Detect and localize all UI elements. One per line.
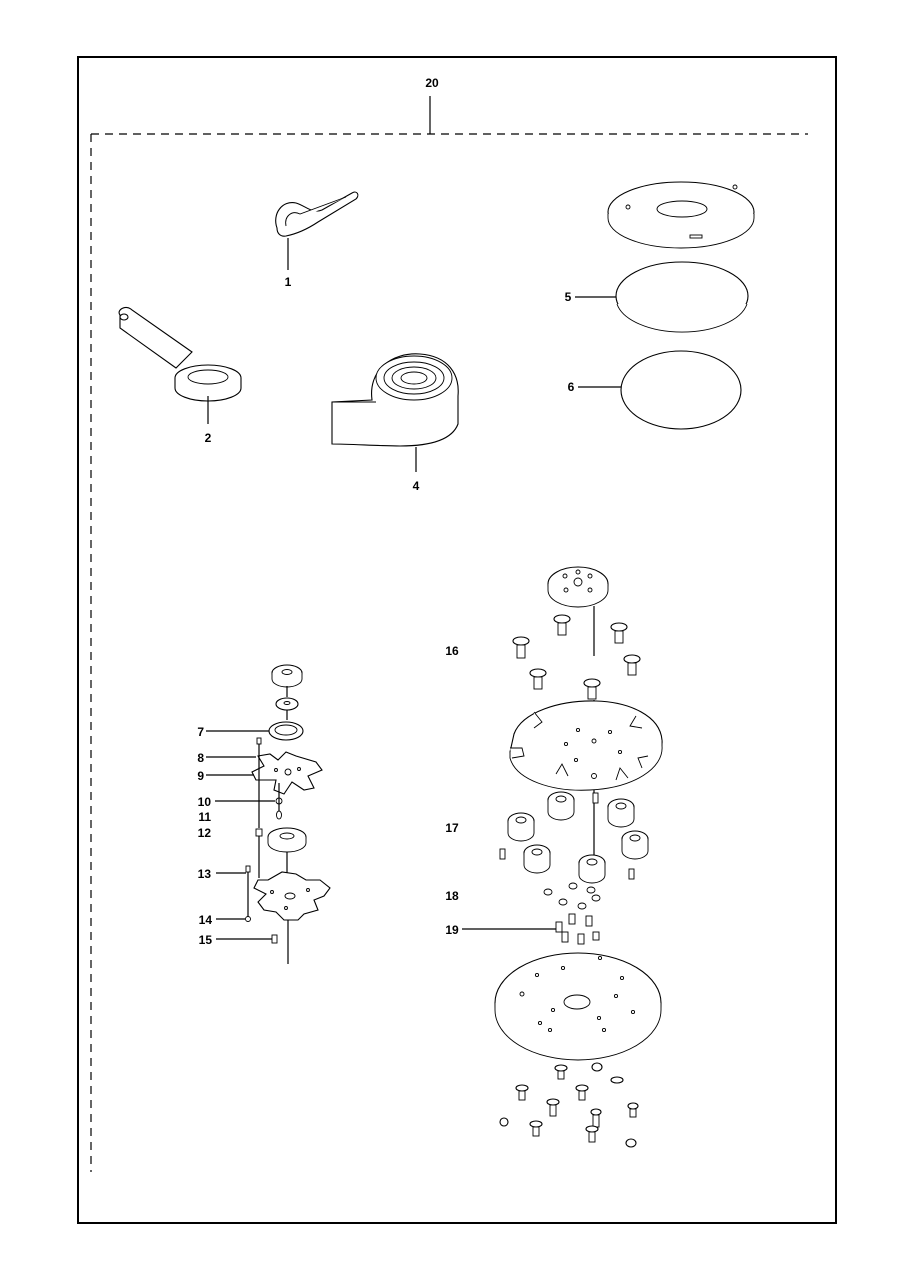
part-4-tape-roll: 4 — [331, 353, 459, 493]
bottom-fasteners — [499, 1062, 639, 1148]
callout-15: 15 — [199, 933, 213, 947]
callout-9: 9 — [197, 769, 204, 783]
callout-13: 13 — [198, 867, 212, 881]
part-17-spacers — [499, 791, 649, 884]
part-19-screws — [555, 913, 600, 945]
callout-18: 18 — [445, 889, 459, 903]
callout-17: 17 — [445, 821, 459, 835]
callout-8: 8 — [197, 751, 204, 765]
part-18-washers — [543, 882, 601, 910]
callout-4: 4 — [413, 479, 420, 493]
part-1-hairpin-clip: 1 — [275, 191, 359, 289]
callout-19: 19 — [445, 923, 459, 937]
part-2-spanner: 2 — [118, 306, 242, 445]
callout-10: 10 — [198, 795, 212, 809]
part-16-fasteners — [512, 614, 641, 745]
callout-1: 1 — [285, 275, 292, 289]
sheet-border — [77, 56, 837, 1224]
callout-11: 11 — [198, 810, 211, 824]
callout-5: 5 — [565, 290, 572, 304]
kit-frame: 20 — [90, 76, 808, 1172]
callout-20: 20 — [425, 76, 439, 90]
part-6-disc: 6 — [568, 350, 742, 430]
part-5-pad: 5 — [565, 261, 749, 333]
callout-12: 12 — [198, 826, 212, 840]
callout-6: 6 — [568, 380, 575, 394]
callout-2: 2 — [205, 431, 212, 445]
small-assembly: 7 8 9 10 11 12 13 14 15 — [197, 664, 331, 964]
callout-7: 7 — [197, 725, 204, 739]
callout-16: 16 — [445, 644, 459, 658]
callout-14: 14 — [199, 913, 213, 927]
pad-disc-top — [607, 181, 755, 249]
large-assembly: 16 17 — [445, 566, 663, 1148]
